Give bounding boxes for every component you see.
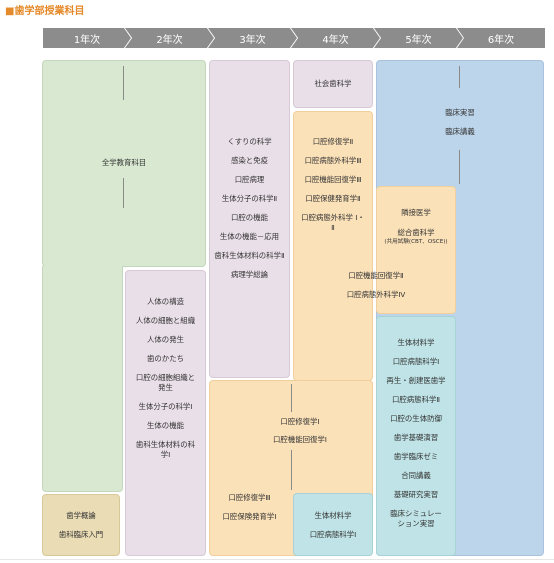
course-item: 生体の機能－応用 [219,232,280,241]
year4-lower-list: 生体材料学 口腔病態科学Ⅰ [293,511,373,549]
course-item: 臨床シミュレーション実習 [390,509,442,528]
year-label-2: 2年次 [156,34,183,46]
year-header-2: 2年次 [125,28,214,48]
course-item: 口腔病理 [234,175,265,184]
course-item: 歯科生体材料の科学Ⅱ [214,251,285,260]
course-item: 口腔病態科学Ⅰ [392,357,440,366]
course-item: 口腔機能回復学Ⅲ [304,175,362,184]
year-label-1: 1年次 [73,34,101,46]
course-item: 合同講義 [401,471,431,480]
course-item: 口腔の機能 [231,213,268,222]
year-label-4: 4年次 [322,34,349,46]
course-item: 口腔の細胞組織と発生 [135,373,196,392]
clinical-practice-list: 臨床実習 臨床講義 [420,108,500,146]
year5-course-list: 生体材料学 口腔病態科学Ⅰ 再生・創建医歯学 口腔病態科学Ⅱ 口腔の生体防御 歯… [376,338,456,538]
comprehensive-dentistry-label: 総合歯科学 [397,228,435,237]
year2-basic-block [125,270,206,556]
divider [0,559,554,560]
adjacent-medicine-label: 隣接医学 [401,208,431,217]
course-item: 生体分子の科学Ⅰ [138,402,193,411]
course-item: 口腔機能回復学Ⅰ [273,435,327,444]
course-item: 口腔病態外科学Ⅲ [304,156,362,165]
year-divider [123,178,124,208]
social-dentistry-block [293,60,373,108]
year5-medicine-block [376,186,456,314]
year3-lower-list: 口腔修復学Ⅲ 口腔保険発育学Ⅰ [209,493,290,531]
year-label-5: 5年次 [405,34,432,46]
course-item: 感染と免疫 [231,156,268,165]
year4-5-shared-list: 口腔機能回復学Ⅱ 口腔病態外科学Ⅳ [316,271,436,309]
year-divider [291,450,292,490]
social-dentistry-label: 社会歯科学 [314,79,352,88]
year3-basic-block [209,60,290,378]
course-item: 生体材料学 [314,511,352,520]
year-header-5: 5年次 [374,28,463,48]
course-item: 生体分子の科学Ⅱ [221,194,278,203]
year-divider [459,66,460,88]
year2-course-list: 人体の構造 人体の細胞と組織 人体の発生 歯のかたち 口腔の細胞組織と発生 生体… [125,297,206,469]
year1-intro-list: 歯学概論 歯科臨床入門 [42,511,120,549]
course-item: 口腔修復学Ⅰ [280,417,320,426]
course-item: 口腔保健発育学Ⅱ [305,194,361,203]
year3-course-list: くすりの科学 感染と免疫 口腔病理 生体分子の科学Ⅱ 口腔の機能 生体の機能－応… [209,137,290,289]
course-item: 歯科臨床入門 [58,530,104,539]
year-divider [459,150,460,184]
general-education-label: 全学教育科目 [101,158,147,167]
course-item: 口腔病態科学Ⅱ [392,395,440,404]
course-item: 口腔病態科学Ⅰ [309,530,357,539]
year-label-3: 3年次 [239,34,266,46]
general-education-block-y1-lower [42,266,123,492]
year4-course-list: 口腔修復学Ⅱ 口腔病態外科学Ⅲ 口腔機能回復学Ⅲ 口腔保健発育学Ⅱ 口腔病態外科… [293,137,373,242]
course-item: 口腔病態外科学Ⅳ [346,290,406,299]
course-item: 病理学総論 [231,270,268,279]
course-item: 口腔の生体防御 [390,414,442,423]
course-item: 歯学基礎演習 [393,433,439,442]
year-header-1: 1年次 [43,28,131,48]
year-divider [123,66,124,100]
course-item: 歯科生体材料の科学Ⅰ [135,440,196,459]
course-item: 口腔修復学Ⅲ [228,493,271,502]
common-exam-note: (共用試験(CBT、OSCE)) [384,239,448,245]
course-item: 生体の機能 [147,421,184,430]
year5-basic-block [376,316,456,556]
year-header-6: 6年次 [457,28,545,48]
course-item: 再生・創建医歯学 [386,376,446,385]
course-item: 臨床実習 [445,108,475,117]
year4-clinical-block [293,111,373,381]
course-item: くすりの科学 [227,137,272,146]
course-item: 臨床講義 [445,127,475,136]
course-item: 口腔病態外科学 Ⅰ・Ⅱ [301,213,365,232]
course-item: 歯学臨床ゼミ [393,452,439,461]
course-item: 人体の細胞と組織 [135,316,196,325]
course-item: 口腔機能回復学Ⅱ [348,271,404,280]
course-item: 人体の構造 [147,297,184,306]
course-item: 歯学概論 [66,511,96,520]
course-item: 人体の発生 [147,335,184,344]
year-divider [291,384,292,412]
course-item: 歯のかたち [147,354,184,363]
year4-lower-block [293,493,373,556]
course-item: 基礎研究実習 [393,490,439,499]
year3-4-shared-list: 口腔修復学Ⅰ 口腔機能回復学Ⅰ [240,417,360,453]
general-education-block [42,60,206,267]
course-item: 口腔修復学Ⅱ [312,137,354,146]
year1-intro-block [42,494,120,556]
year-header-3: 3年次 [208,28,297,48]
course-item: 生体材料学 [397,338,435,347]
course-item: 口腔保険発育学Ⅰ [222,512,277,521]
year-header-4: 4年次 [291,28,380,48]
page-title: ■歯学部授業科目 [5,6,85,17]
year-label-6: 6年次 [487,34,515,46]
